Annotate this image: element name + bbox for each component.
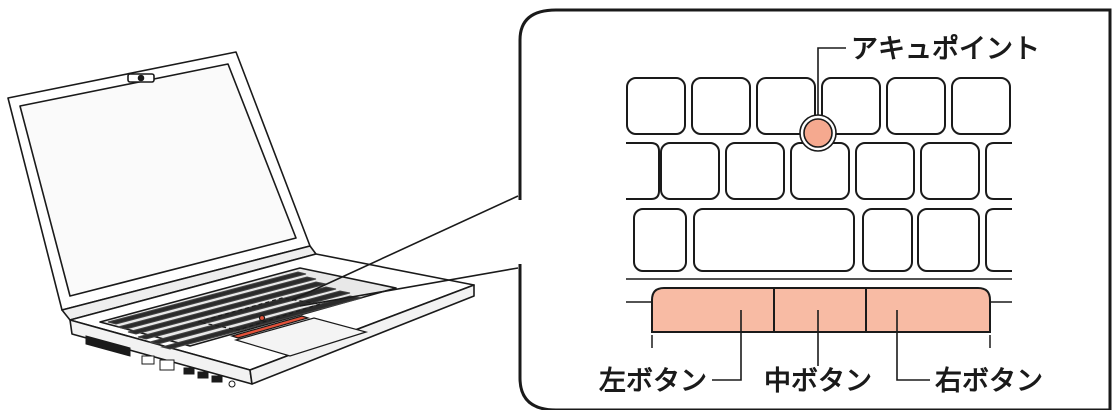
middle-button-label: 中ボタン xyxy=(764,366,872,397)
keyboard-row-2 xyxy=(626,142,1012,200)
touchpad-buttons xyxy=(626,287,1012,348)
laptop-ports-icon xyxy=(85,335,236,388)
keyboard-row-1 xyxy=(626,77,1011,135)
left-button xyxy=(651,287,775,333)
keyboard-row-3 xyxy=(633,208,1012,272)
highlight-region xyxy=(197,297,321,331)
leader-lines xyxy=(712,47,930,381)
pointing-stick-label: アキュポイント xyxy=(851,34,1040,65)
pointing-stick-cap xyxy=(803,118,833,148)
laptop-keyboard-icon xyxy=(107,271,363,350)
callout-line-upper xyxy=(291,195,519,301)
right-button-label: 右ボタン xyxy=(935,366,1043,397)
middle-button xyxy=(773,287,867,333)
callout-line-lower xyxy=(299,267,519,307)
right-button xyxy=(865,287,991,333)
laptop-trackpad-icon xyxy=(229,314,369,357)
left-button-label: 左ボタン xyxy=(599,366,707,397)
